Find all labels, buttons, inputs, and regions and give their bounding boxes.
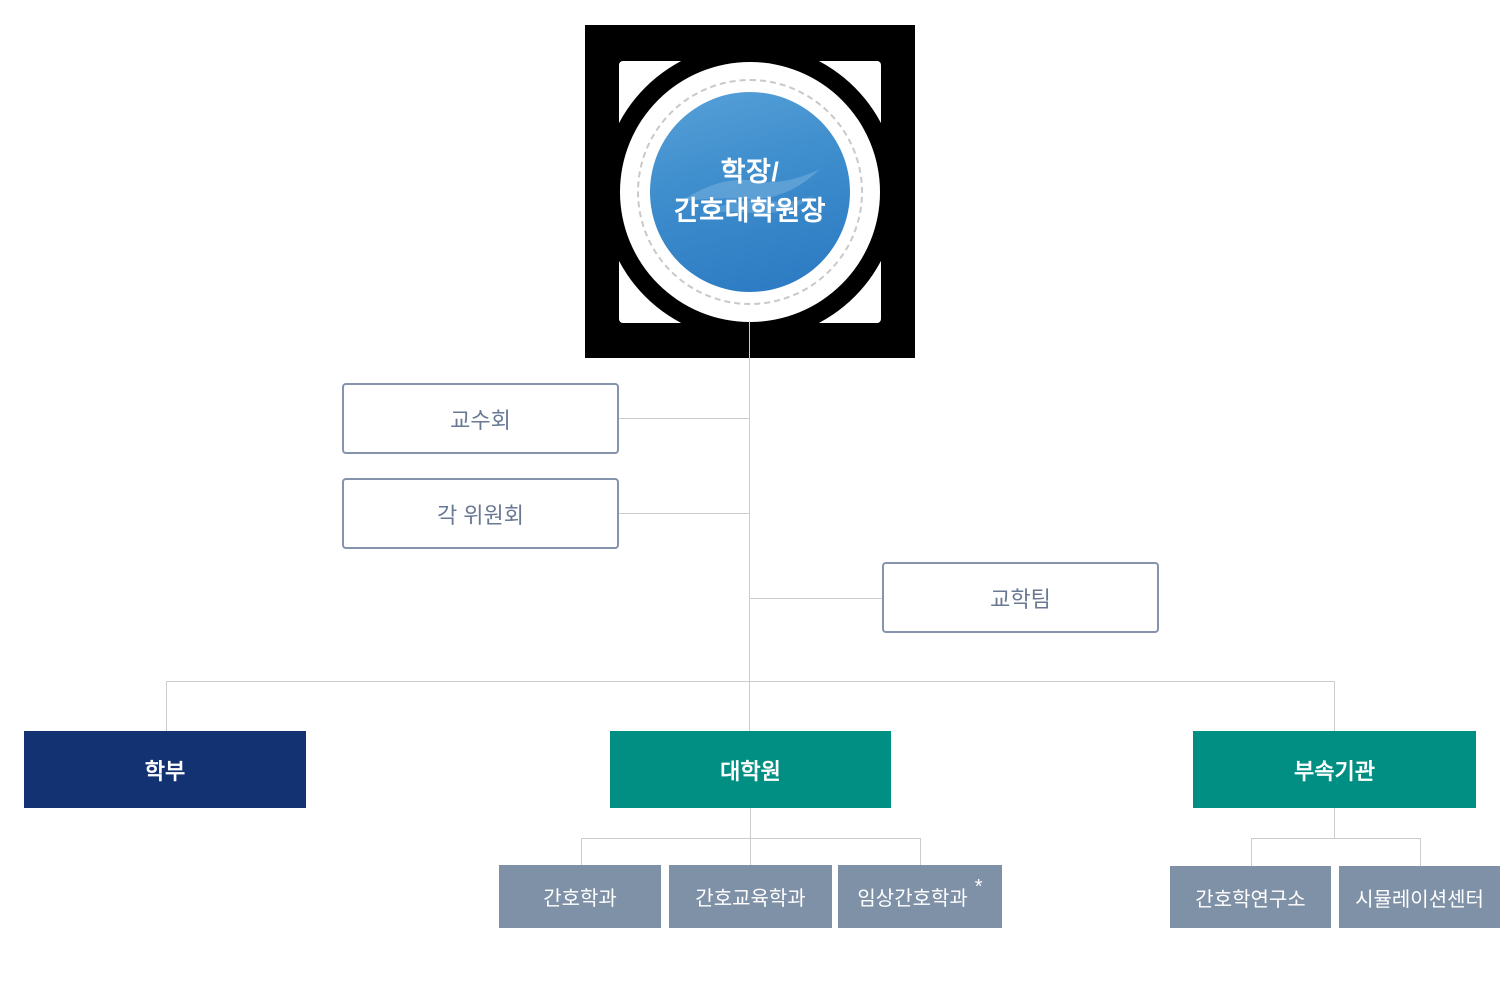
academic-affairs-team-box: 교학팀 [882, 562, 1159, 633]
graduate-school-label: 대학원 [720, 758, 781, 784]
clinical-nursing-dept-box: 임상간호학과 * [838, 865, 1002, 928]
connector-drop-simulation-center [1420, 838, 1421, 866]
connector-grad-rail [581, 838, 920, 839]
connector-main-rail [166, 681, 1335, 682]
nursing-dept-box: 간호학과 [499, 865, 661, 928]
nursing-education-dept-label: 간호교육학과 [695, 888, 806, 910]
nursing-dept-label: 간호학과 [543, 888, 617, 910]
clinical-nursing-dept-asterisk: * [974, 876, 983, 898]
academic-affairs-team-label: 교학팀 [990, 586, 1051, 612]
connector-grad-stub [750, 808, 751, 865]
committees-box: 각 위원회 [342, 478, 619, 549]
connector-spine [749, 321, 750, 731]
connector-academic-team [749, 598, 882, 599]
clinical-nursing-dept-label: 임상간호학과 [857, 888, 968, 910]
dean-circle: 학장/ 간호대학원장 [650, 91, 850, 292]
connector-drop-affiliated [1334, 681, 1335, 731]
nursing-research-institute-label: 간호학연구소 [1195, 888, 1306, 911]
nursing-education-dept-box: 간호교육학과 [669, 865, 832, 928]
connector-drop-clinical-nursing-dept [920, 838, 921, 865]
undergraduate-label: 학부 [144, 758, 186, 784]
connector-committees [619, 513, 749, 514]
connector-affiliated-stub [1334, 808, 1335, 838]
emblem-dashed-ring [637, 78, 863, 305]
faculty-council-box: 교수회 [342, 383, 619, 454]
affiliated-institutions-box: 부속기관 [1193, 731, 1476, 808]
wing-watermark-icon [680, 168, 820, 215]
affiliated-institutions-label: 부속기관 [1294, 758, 1375, 784]
connector-affiliated-rail [1251, 838, 1420, 839]
dean-emblem: 학장/ 간호대학원장 [585, 25, 915, 358]
simulation-center-box: 시뮬레이션센터 [1339, 866, 1500, 928]
connector-drop-undergraduate [166, 681, 167, 731]
connector-drop-nursing-dept [581, 838, 582, 865]
connector-drop-research-institute [1251, 838, 1252, 866]
graduate-school-box: 대학원 [610, 731, 891, 808]
connector-faculty-council [619, 418, 749, 419]
committees-label: 각 위원회 [436, 502, 525, 528]
undergraduate-box: 학부 [24, 731, 306, 808]
dean-title-line1: 학장/ [720, 156, 780, 187]
nursing-research-institute-box: 간호학연구소 [1170, 866, 1331, 928]
dean-title-line2: 간호대학원장 [673, 195, 827, 226]
simulation-center-label: 시뮬레이션센터 [1355, 888, 1484, 911]
faculty-council-label: 교수회 [450, 407, 511, 433]
